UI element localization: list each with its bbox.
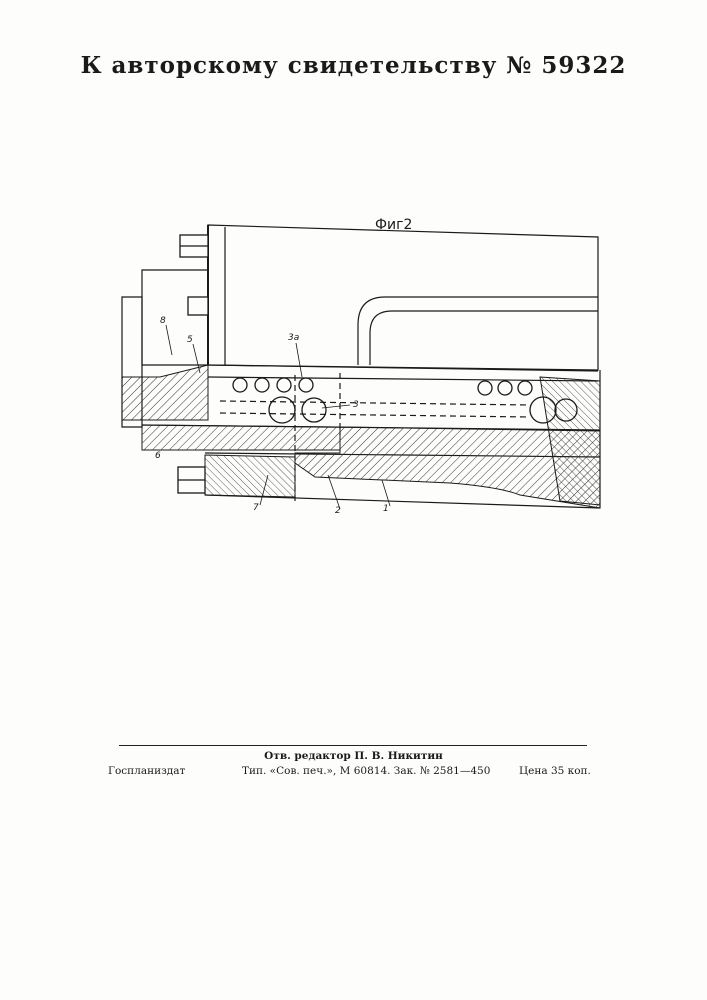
callout-3: 3 [353,400,359,410]
bolt-head-mid [188,297,208,315]
section-wedge [122,365,208,420]
technical-drawing: Фиг2 8 5 3а 3 6 7 2 1 [100,205,605,520]
callout-5: 5 [187,335,193,345]
callout-6: 6 [155,451,161,461]
callout-2: 2 [335,506,341,516]
callout-7: 7 [253,503,259,513]
callout-1: 1 [383,504,389,514]
footer-price: Цена 35 коп. [519,765,591,777]
roller [233,378,247,392]
footer-editor: Отв. редактор П. В. Никитин [0,750,707,762]
callout-8: 8 [160,316,166,326]
footer-rule [119,745,587,746]
callout-3a: 3а [288,333,299,343]
section-lower-left [205,455,295,497]
footer-publisher: Госпланиздат [108,765,185,777]
section-bar [142,425,340,450]
page-title: К авторскому свидетельству № 59322 [0,52,707,79]
pipe [358,297,598,365]
figure-label: Фиг2 [375,217,412,233]
flange-block [142,270,208,365]
footer-print-info: Тип. «Сов. печ.», М 60814. Зак. № 2581—4… [242,765,490,777]
